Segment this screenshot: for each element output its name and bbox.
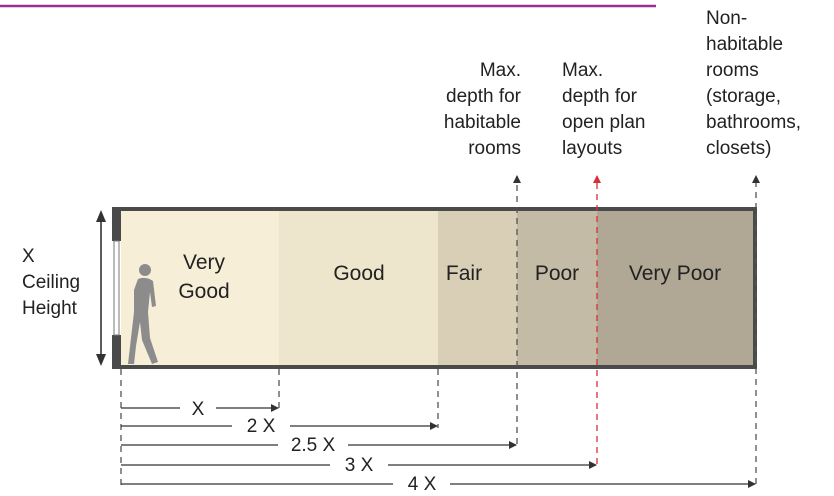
header-non-habitable-line3: rooms bbox=[706, 60, 759, 81]
ceiling-label-line1: X bbox=[22, 246, 35, 267]
zone-label-very-good-1: Very bbox=[183, 251, 226, 274]
zone-label-poor: Poor bbox=[535, 262, 579, 285]
header-open-plan-line2: depth for bbox=[562, 86, 638, 107]
ceiling-label-line3: Height bbox=[22, 298, 78, 319]
dimension-label-4x: 4 X bbox=[408, 474, 437, 495]
header-non-habitable-line4: (storage, bbox=[706, 86, 781, 107]
header-open-plan: Max. depth for open plan layouts bbox=[562, 60, 645, 159]
header-non-habitable: Non- habitable rooms (storage, bathrooms… bbox=[706, 8, 801, 159]
header-non-habitable-line5: bathrooms, bbox=[706, 112, 801, 133]
header-habitable-line4: rooms bbox=[468, 138, 521, 159]
header-habitable: Max. depth for habitable rooms bbox=[444, 60, 522, 159]
header-habitable-line3: habitable bbox=[444, 112, 521, 133]
ceiling-height-arrow bbox=[96, 210, 106, 366]
zone-good bbox=[279, 209, 438, 367]
dimension-1x: X bbox=[121, 399, 279, 420]
header-habitable-line2: depth for bbox=[446, 86, 522, 107]
header-open-plan-line4: layouts bbox=[562, 138, 622, 159]
dimension-4x: 4 X bbox=[121, 474, 756, 495]
dimension-label-2x: 2 X bbox=[247, 416, 276, 437]
window-icon bbox=[112, 207, 121, 369]
header-non-habitable-line1: Non- bbox=[706, 8, 747, 29]
header-open-plan-line3: open plan bbox=[562, 112, 645, 133]
zone-label-good: Good bbox=[333, 262, 384, 285]
header-non-habitable-line2: habitable bbox=[706, 34, 783, 55]
dimension-2x: 2 X bbox=[121, 416, 438, 437]
dimension-label-1x: X bbox=[192, 399, 205, 420]
zone-label-very-good-2: Good bbox=[178, 280, 229, 303]
zone-very-poor bbox=[597, 209, 755, 367]
dimension-label-3x: 3 X bbox=[345, 455, 374, 476]
ceiling-label-line2: Ceiling bbox=[22, 272, 80, 293]
zone-label-very-poor: Very Poor bbox=[629, 262, 721, 285]
dimension-3x: 3 X bbox=[121, 455, 597, 476]
header-habitable-line1: Max. bbox=[480, 60, 521, 81]
dimension-2-5x: 2.5 X bbox=[121, 435, 517, 456]
zone-fair bbox=[438, 209, 517, 367]
zone-label-fair: Fair bbox=[446, 262, 482, 285]
header-non-habitable-line6: closets) bbox=[706, 138, 771, 159]
dimension-label-2-5x: 2.5 X bbox=[291, 435, 336, 456]
header-open-plan-line1: Max. bbox=[562, 60, 603, 81]
person-walking-icon bbox=[128, 264, 158, 364]
zone-poor bbox=[517, 209, 597, 367]
